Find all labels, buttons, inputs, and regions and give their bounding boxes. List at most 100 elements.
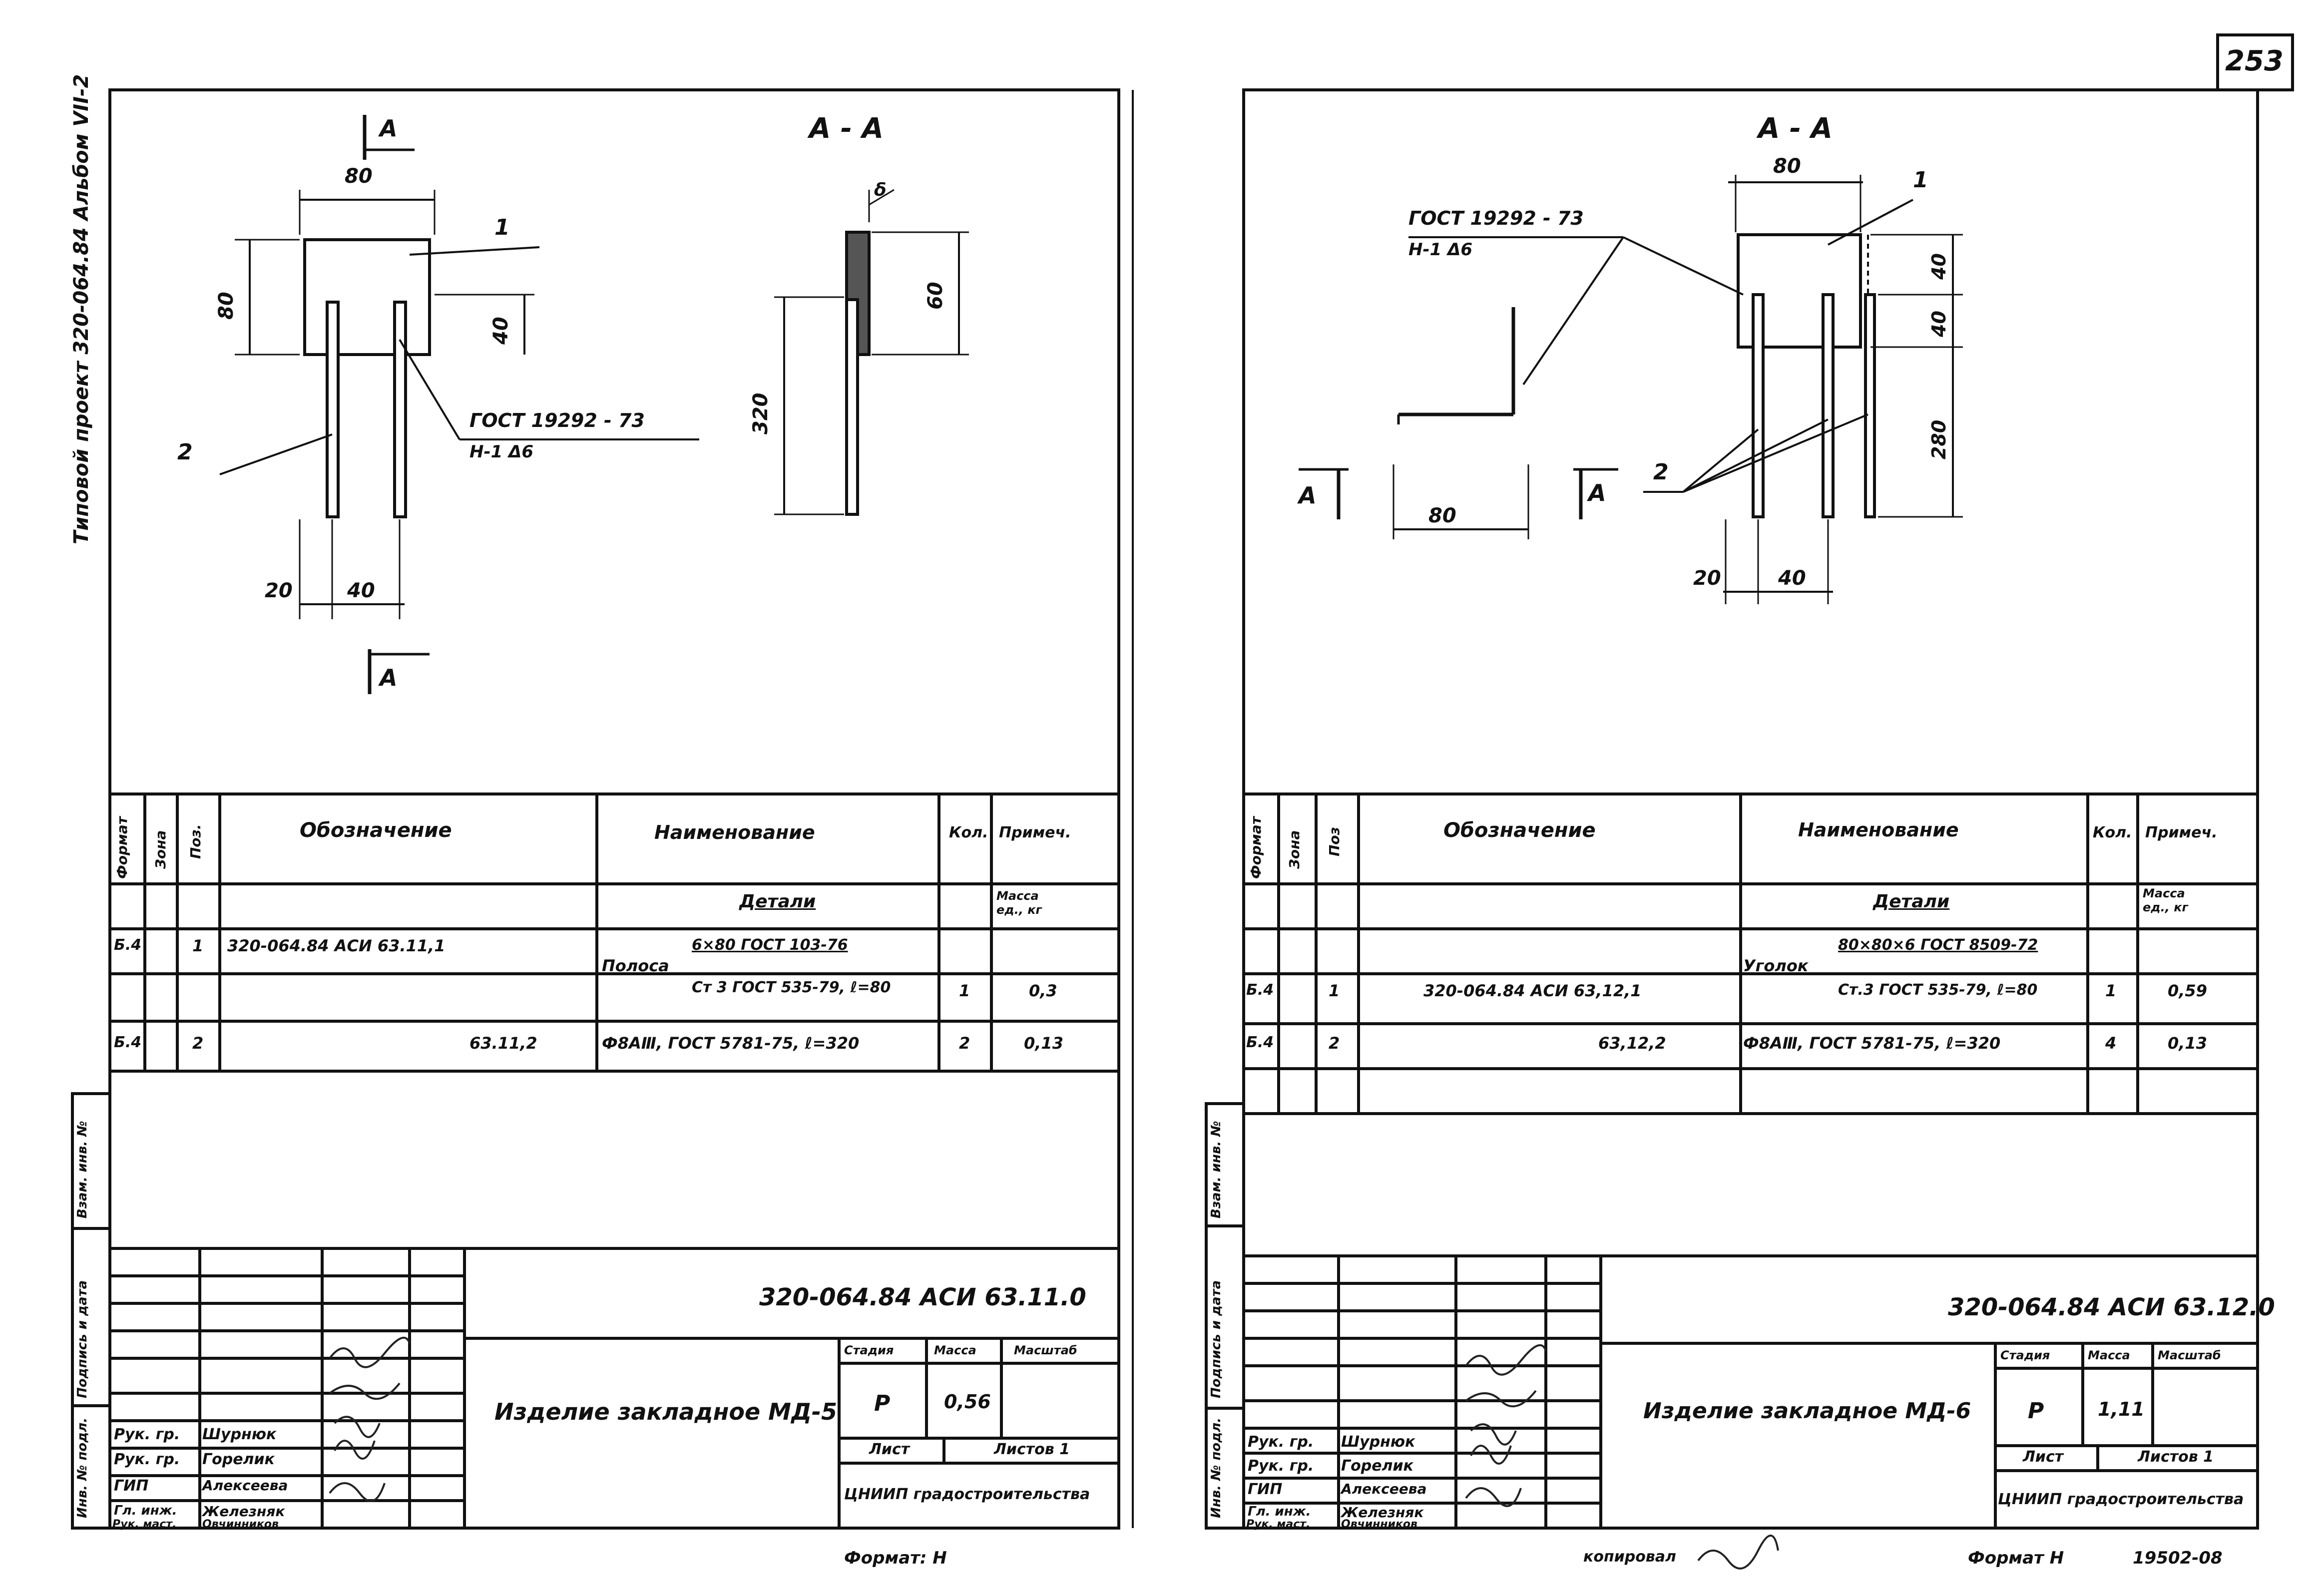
left-row1-name: Полоса — [602, 956, 669, 975]
right-margin-sign: Подпись и дата — [1209, 1280, 1224, 1398]
left-dim-thickness: δ — [874, 180, 887, 200]
right-stage-label: Стадия — [2000, 1348, 2050, 1362]
left-row1-qty: 1 — [959, 981, 970, 1000]
left-binding-margin — [71, 1092, 111, 1530]
right-section-label: А - А — [1758, 112, 1833, 145]
right-margin-inv: Инв. № подл. — [1209, 1417, 1224, 1518]
right-note-sub: Масса ед., кг — [2143, 886, 2189, 914]
right-row1-name: Уголок — [1743, 956, 1809, 975]
left-name-4: Железняк — [202, 1503, 285, 1520]
left-row2-designation: 63.11,2 — [469, 1034, 537, 1053]
left-row1-designation: 320-064.84 АСИ 63.11,1 — [227, 936, 446, 955]
left-dim-320: 320 — [749, 393, 772, 435]
right-weld-type: Н-1 Δ6 — [1408, 240, 1473, 260]
left-dim-40: 40 — [347, 579, 375, 602]
left-margin-replace: Взам. инв. № — [75, 1121, 90, 1219]
left-stage-label: Стадия — [844, 1343, 894, 1357]
right-mass: 1,11 — [2098, 1398, 2145, 1420]
left-doc-number: 320-064.84 АСИ 63.11.0 — [759, 1283, 1086, 1311]
right-row1-note: 0,59 — [2168, 981, 2207, 1000]
left-role-2: Рук. гр. — [114, 1451, 180, 1468]
page-number-box — [2216, 33, 2294, 91]
left-row1-name-top: 6×80 ГОСТ 103-76 — [692, 936, 848, 954]
left-mass-label: Масса — [934, 1343, 976, 1357]
left-th-name: Наименование — [654, 821, 815, 843]
left-sheet-frame — [108, 88, 1120, 1530]
left-th-note: Примеч. — [999, 824, 1071, 841]
right-role-5: Рук. маст. — [1246, 1518, 1311, 1531]
right-weld-gost: ГОСТ 19292 - 73 — [1408, 207, 1584, 229]
right-dim-40: 40 — [1778, 567, 1806, 590]
right-callout-pos2: 2 — [1653, 459, 1669, 485]
right-role-2: Рук. гр. — [1248, 1457, 1314, 1475]
project-side-note: Типовой проект 320-064.84 Альбом VII-2 — [70, 74, 93, 544]
signatures — [329, 1336, 1779, 1570]
right-mass-label: Масса — [2088, 1348, 2130, 1362]
right-stamp-title: Изделие закладное МД-6 — [1643, 1398, 1971, 1424]
left-stage: Р — [874, 1391, 891, 1416]
left-row2-qty: 2 — [959, 1034, 970, 1053]
left-row2-name: Ф8АⅢ, ГОСТ 5781-75, ℓ=320 — [602, 1034, 860, 1053]
right-sheet-frame — [1242, 88, 2259, 1530]
left-th-format: Формат — [114, 816, 130, 879]
right-doc-number: 320-064.84 АСИ 63.12.0 — [1948, 1293, 2275, 1321]
right-row2-pos: 2 — [1329, 1034, 1340, 1053]
right-name-2: Горелик — [1341, 1457, 1413, 1475]
right-stage: Р — [2028, 1398, 2044, 1424]
right-role-1: Рук. гр. — [1248, 1433, 1314, 1451]
left-weld-type: Н-1 Δ6 — [469, 442, 534, 462]
right-th-designation: Обозначение — [1443, 819, 1596, 842]
left-name-5: Овчинников — [202, 1518, 279, 1531]
right-row1-qty: 1 — [2105, 981, 2117, 1000]
right-th-name: Наименование — [1798, 819, 1959, 841]
right-name-3: Алексеева — [1341, 1481, 1427, 1497]
right-role-3: ГИП — [1248, 1481, 1283, 1498]
right-row2-qty: 4 — [2105, 1034, 2117, 1053]
left-sheet-label: Лист — [869, 1441, 910, 1458]
left-row1-pos: 1 — [192, 936, 204, 955]
right-cut-letter-left: А — [1299, 482, 1317, 509]
left-row1-format: Б.4 — [114, 936, 142, 954]
left-callout-pos1: 1 — [494, 215, 510, 240]
right-binding-margin — [1205, 1102, 1245, 1530]
sheet-code: 19502-08 — [2133, 1548, 2223, 1568]
right-dim-280: 280 — [1928, 419, 1950, 459]
left-margin-inv: Инв. № подл. — [75, 1417, 90, 1518]
right-dim-80-width: 80 — [1773, 155, 1801, 178]
left-weld-gost: ГОСТ 19292 - 73 — [469, 409, 645, 431]
right-sheet-label: Лист — [2023, 1448, 2064, 1466]
right-th-pos: Поз — [1326, 827, 1343, 856]
left-cut-letter-top: А — [380, 115, 398, 142]
right-name-4: Железняк — [1341, 1504, 1424, 1521]
right-row1-name-bottom: Ст.3 ГОСТ 535-79, ℓ=80 — [1838, 981, 2038, 999]
left-row2-note: 0,13 — [1024, 1034, 1063, 1053]
left-th-qty: Кол. — [949, 824, 988, 841]
left-role-1: Рук. гр. — [114, 1426, 180, 1443]
right-scale-label: Масштаб — [2158, 1348, 2221, 1362]
page-number: 253 — [2225, 45, 2284, 77]
right-th-zone: Зона — [1286, 830, 1303, 869]
left-format: Формат: Н — [844, 1548, 947, 1568]
left-row2-format: Б.4 — [114, 1034, 142, 1051]
left-role-3: ГИП — [114, 1477, 149, 1495]
right-row2-note: 0,13 — [2168, 1034, 2207, 1053]
right-row2-name: Ф8АⅢ, ГОСТ 5781-75, ℓ=320 — [1743, 1034, 2001, 1053]
right-sheets-label: Листов 1 — [2138, 1448, 2214, 1466]
left-dim-20: 20 — [265, 579, 293, 602]
left-mass: 0,56 — [944, 1391, 991, 1413]
left-row2-pos: 2 — [192, 1034, 204, 1053]
left-role-4: Гл. инж. — [114, 1503, 177, 1518]
left-dim-60: 60 — [924, 282, 947, 310]
right-row1-pos: 1 — [1329, 981, 1340, 1000]
left-th-designation: Обозначение — [300, 819, 452, 842]
left-name-3: Алексеева — [202, 1477, 288, 1494]
left-plan-view — [219, 115, 699, 694]
right-callout-pos1: 1 — [1913, 167, 1928, 193]
right-th-note: Примеч. — [2145, 824, 2218, 841]
right-dim-40-b: 40 — [1928, 311, 1950, 337]
left-margin-sign: Подпись и дата — [75, 1280, 90, 1398]
right-name-5: Овчинников — [1341, 1518, 1417, 1531]
right-cut-letter-right: А — [1588, 479, 1606, 506]
